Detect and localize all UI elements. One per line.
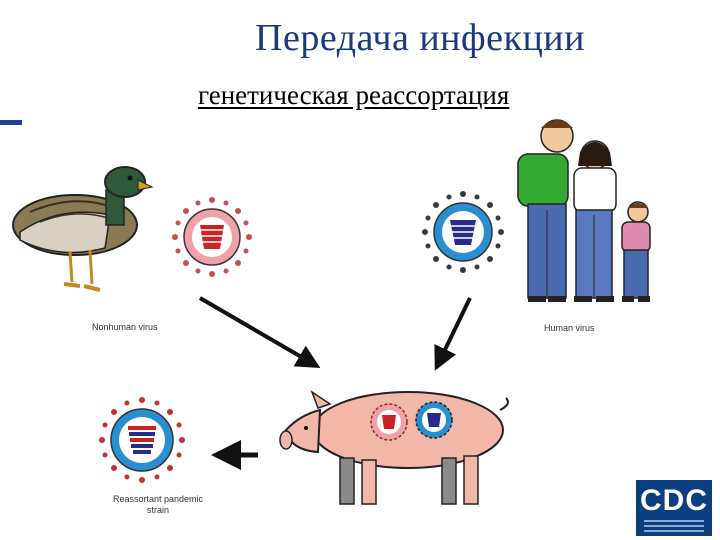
pig-nonhuman-virus (370, 403, 408, 441)
pig-illustration (279, 390, 509, 505)
slide-title: Передача инфекции (255, 17, 585, 59)
reassortant-label-line1: Reassortant pandemic (112, 494, 204, 504)
accent-bar (0, 120, 22, 125)
pig-human-virus (415, 401, 453, 439)
human-virus-label: Human virus (544, 323, 595, 333)
arrow-human-to-pig (434, 297, 472, 371)
reassortant-virus-label: Reassortant pandemic strain (98, 494, 218, 516)
slide-subtitle: генетическая реассортация (198, 80, 510, 110)
cdc-logo: CDC (636, 480, 712, 536)
arrow-nonhuman-to-pig (198, 296, 321, 369)
duck-illustration (12, 166, 154, 292)
nonhuman-virus-label: Nonhuman virus (92, 322, 158, 332)
reassortant-virus (99, 397, 185, 483)
human-virus (422, 191, 504, 273)
cdc-logo-text: CDC (640, 484, 708, 517)
reassortant-label-line2: strain (146, 505, 169, 515)
cdc-logo-lines (644, 520, 704, 535)
nonhuman-virus (172, 197, 252, 277)
human-family-illustration (517, 119, 651, 302)
